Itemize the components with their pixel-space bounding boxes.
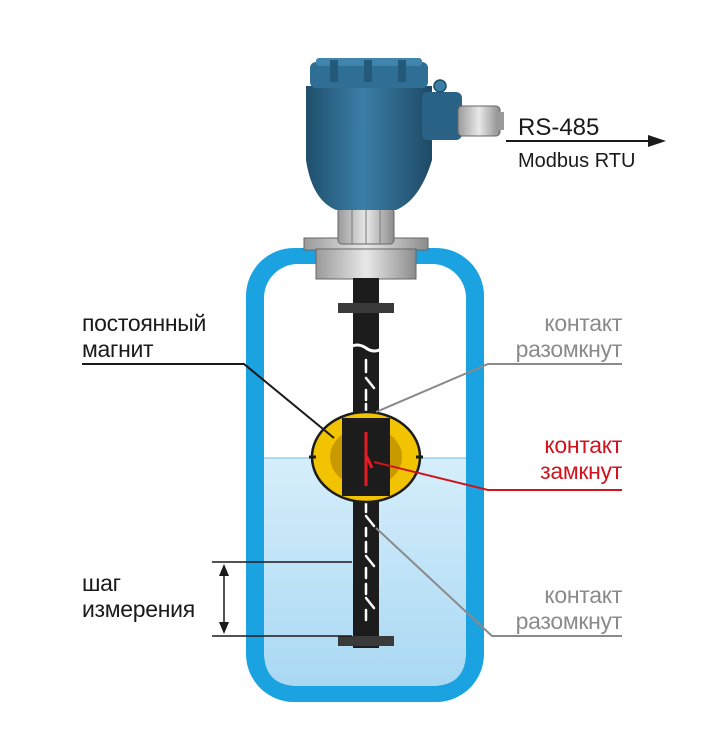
step-dimension: [212, 561, 352, 637]
transmitter-housing: [306, 58, 504, 245]
reed-switch-open: [364, 540, 376, 580]
reed-switch-open: [364, 358, 376, 402]
protocol-label: RS-485: [518, 114, 600, 141]
standard-label: Modbus RTU: [518, 150, 636, 172]
upper-contact-label-line-1: контакт: [544, 310, 622, 336]
lower-contact-leader: [375, 527, 622, 637]
reed-switch-closed: [364, 432, 374, 486]
upper-contact-leader: [375, 363, 622, 413]
closed-contact-label-line-2: замкнут: [540, 458, 622, 484]
lower-contact-label-line-2: разомкнут: [515, 608, 623, 634]
lower-contact-label-line-1: контакт: [544, 582, 622, 608]
step-label-line-1: шаг: [82, 570, 121, 596]
upper-contact-label-line-2: разомкнут: [515, 336, 623, 362]
output-arrow: [506, 135, 666, 147]
step-label-line-2: измерения: [82, 596, 195, 622]
reed-switch-open: [364, 582, 376, 622]
leader-lines: [82, 363, 622, 637]
magnet-label-line-1: постоянный: [82, 310, 207, 336]
magnet-leader: [82, 363, 335, 439]
closed-contact-leader: [373, 461, 622, 491]
closed-contact-label-line-1: контакт: [544, 432, 622, 458]
magnet-label-line-2: магнит: [82, 336, 154, 362]
